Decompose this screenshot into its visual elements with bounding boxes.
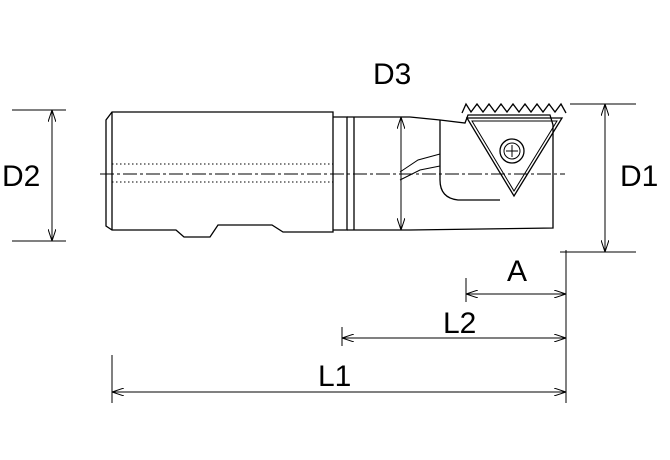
- dim-d1: D1: [560, 103, 658, 253]
- coolant-channel-1: [399, 153, 441, 173]
- insert: [461, 102, 567, 198]
- insert-screw-inner: [503, 142, 521, 160]
- label-d2: D2: [2, 160, 40, 193]
- insert-inner-edge: [471, 120, 558, 192]
- dim-a: A: [465, 250, 567, 302]
- label-l2: L2: [443, 307, 476, 340]
- head-outline: [409, 114, 554, 231]
- coolant-channel-2: [399, 165, 441, 181]
- insert-triangle: [465, 117, 564, 198]
- dim-l2: L2: [341, 302, 567, 346]
- dim-d3: D3: [373, 58, 411, 230]
- label-a: A: [507, 255, 527, 288]
- dim-l1: L1: [111, 346, 567, 403]
- label-d1: D1: [620, 160, 658, 193]
- label-d3: D3: [373, 58, 411, 91]
- shank-outline: [105, 111, 334, 238]
- dim-d2: D2: [2, 109, 66, 242]
- screw-torx-icon: [506, 145, 518, 157]
- insert-teeth: [461, 102, 567, 114]
- insert-screw-icon: [499, 138, 525, 164]
- label-l1: L1: [318, 360, 351, 393]
- pocket-curve: [439, 120, 500, 201]
- tool-body: [100, 111, 565, 238]
